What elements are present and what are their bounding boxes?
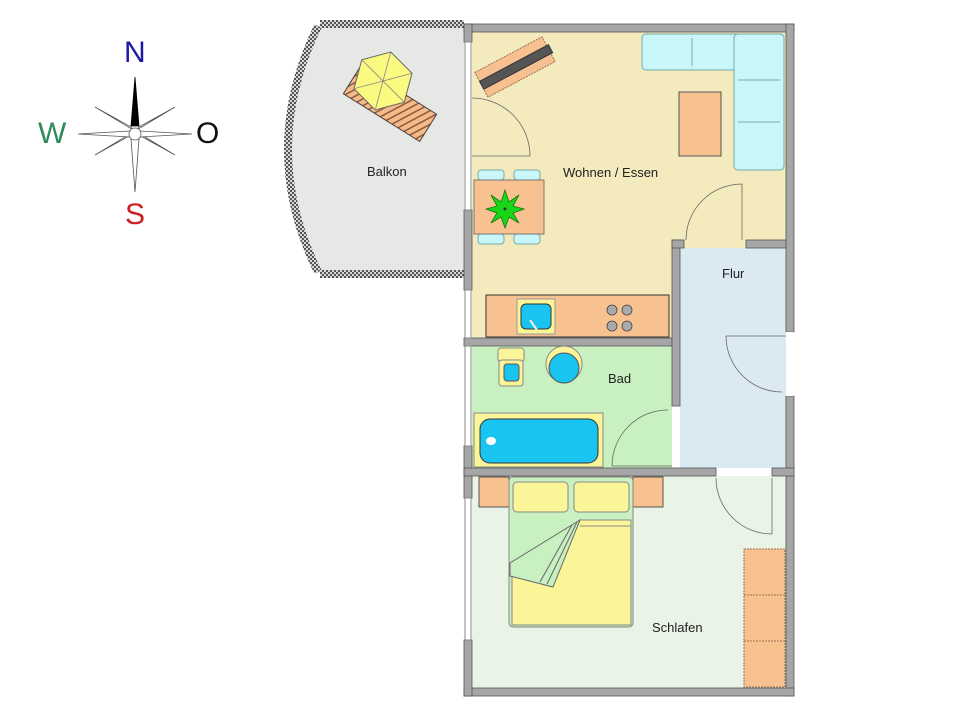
parasol-icon — [353, 51, 413, 111]
windows — [464, 41, 472, 641]
bathtub-icon — [473, 412, 604, 468]
stove-icon — [606, 304, 633, 332]
compass-west-label: W — [38, 117, 67, 150]
kitchen-counter — [485, 294, 670, 338]
washbasin-icon — [545, 345, 583, 384]
coffee-table-icon — [678, 91, 722, 157]
compass-south-label: S — [125, 198, 146, 231]
sofa-icon — [641, 33, 785, 171]
toilet-icon — [497, 347, 525, 387]
tv-cabinet-icon — [474, 36, 556, 98]
room-label-schlafen: Schlafen — [652, 620, 703, 635]
room-label-bad: Bad — [608, 371, 632, 386]
door-swings — [471, 97, 786, 535]
plant-icon — [484, 188, 526, 230]
entrance-door — [786, 332, 794, 396]
room-label-balkon: Balkon — [367, 164, 407, 179]
room-label-wohnen-essen: Wohnen / Essen — [563, 165, 659, 180]
room-balkon — [284, 20, 464, 278]
bed-icon — [508, 476, 634, 628]
nightstand-right-icon — [632, 476, 664, 508]
compass-east-label: O — [196, 117, 220, 150]
room-flur — [680, 248, 786, 468]
kitchen-sink-icon — [520, 303, 552, 330]
compass-north-label: N — [124, 36, 146, 69]
nightstand-left-icon — [478, 476, 510, 508]
walls — [463, 23, 795, 697]
room-label-flur: Flur — [722, 266, 745, 281]
wardrobe-icon — [743, 548, 786, 688]
